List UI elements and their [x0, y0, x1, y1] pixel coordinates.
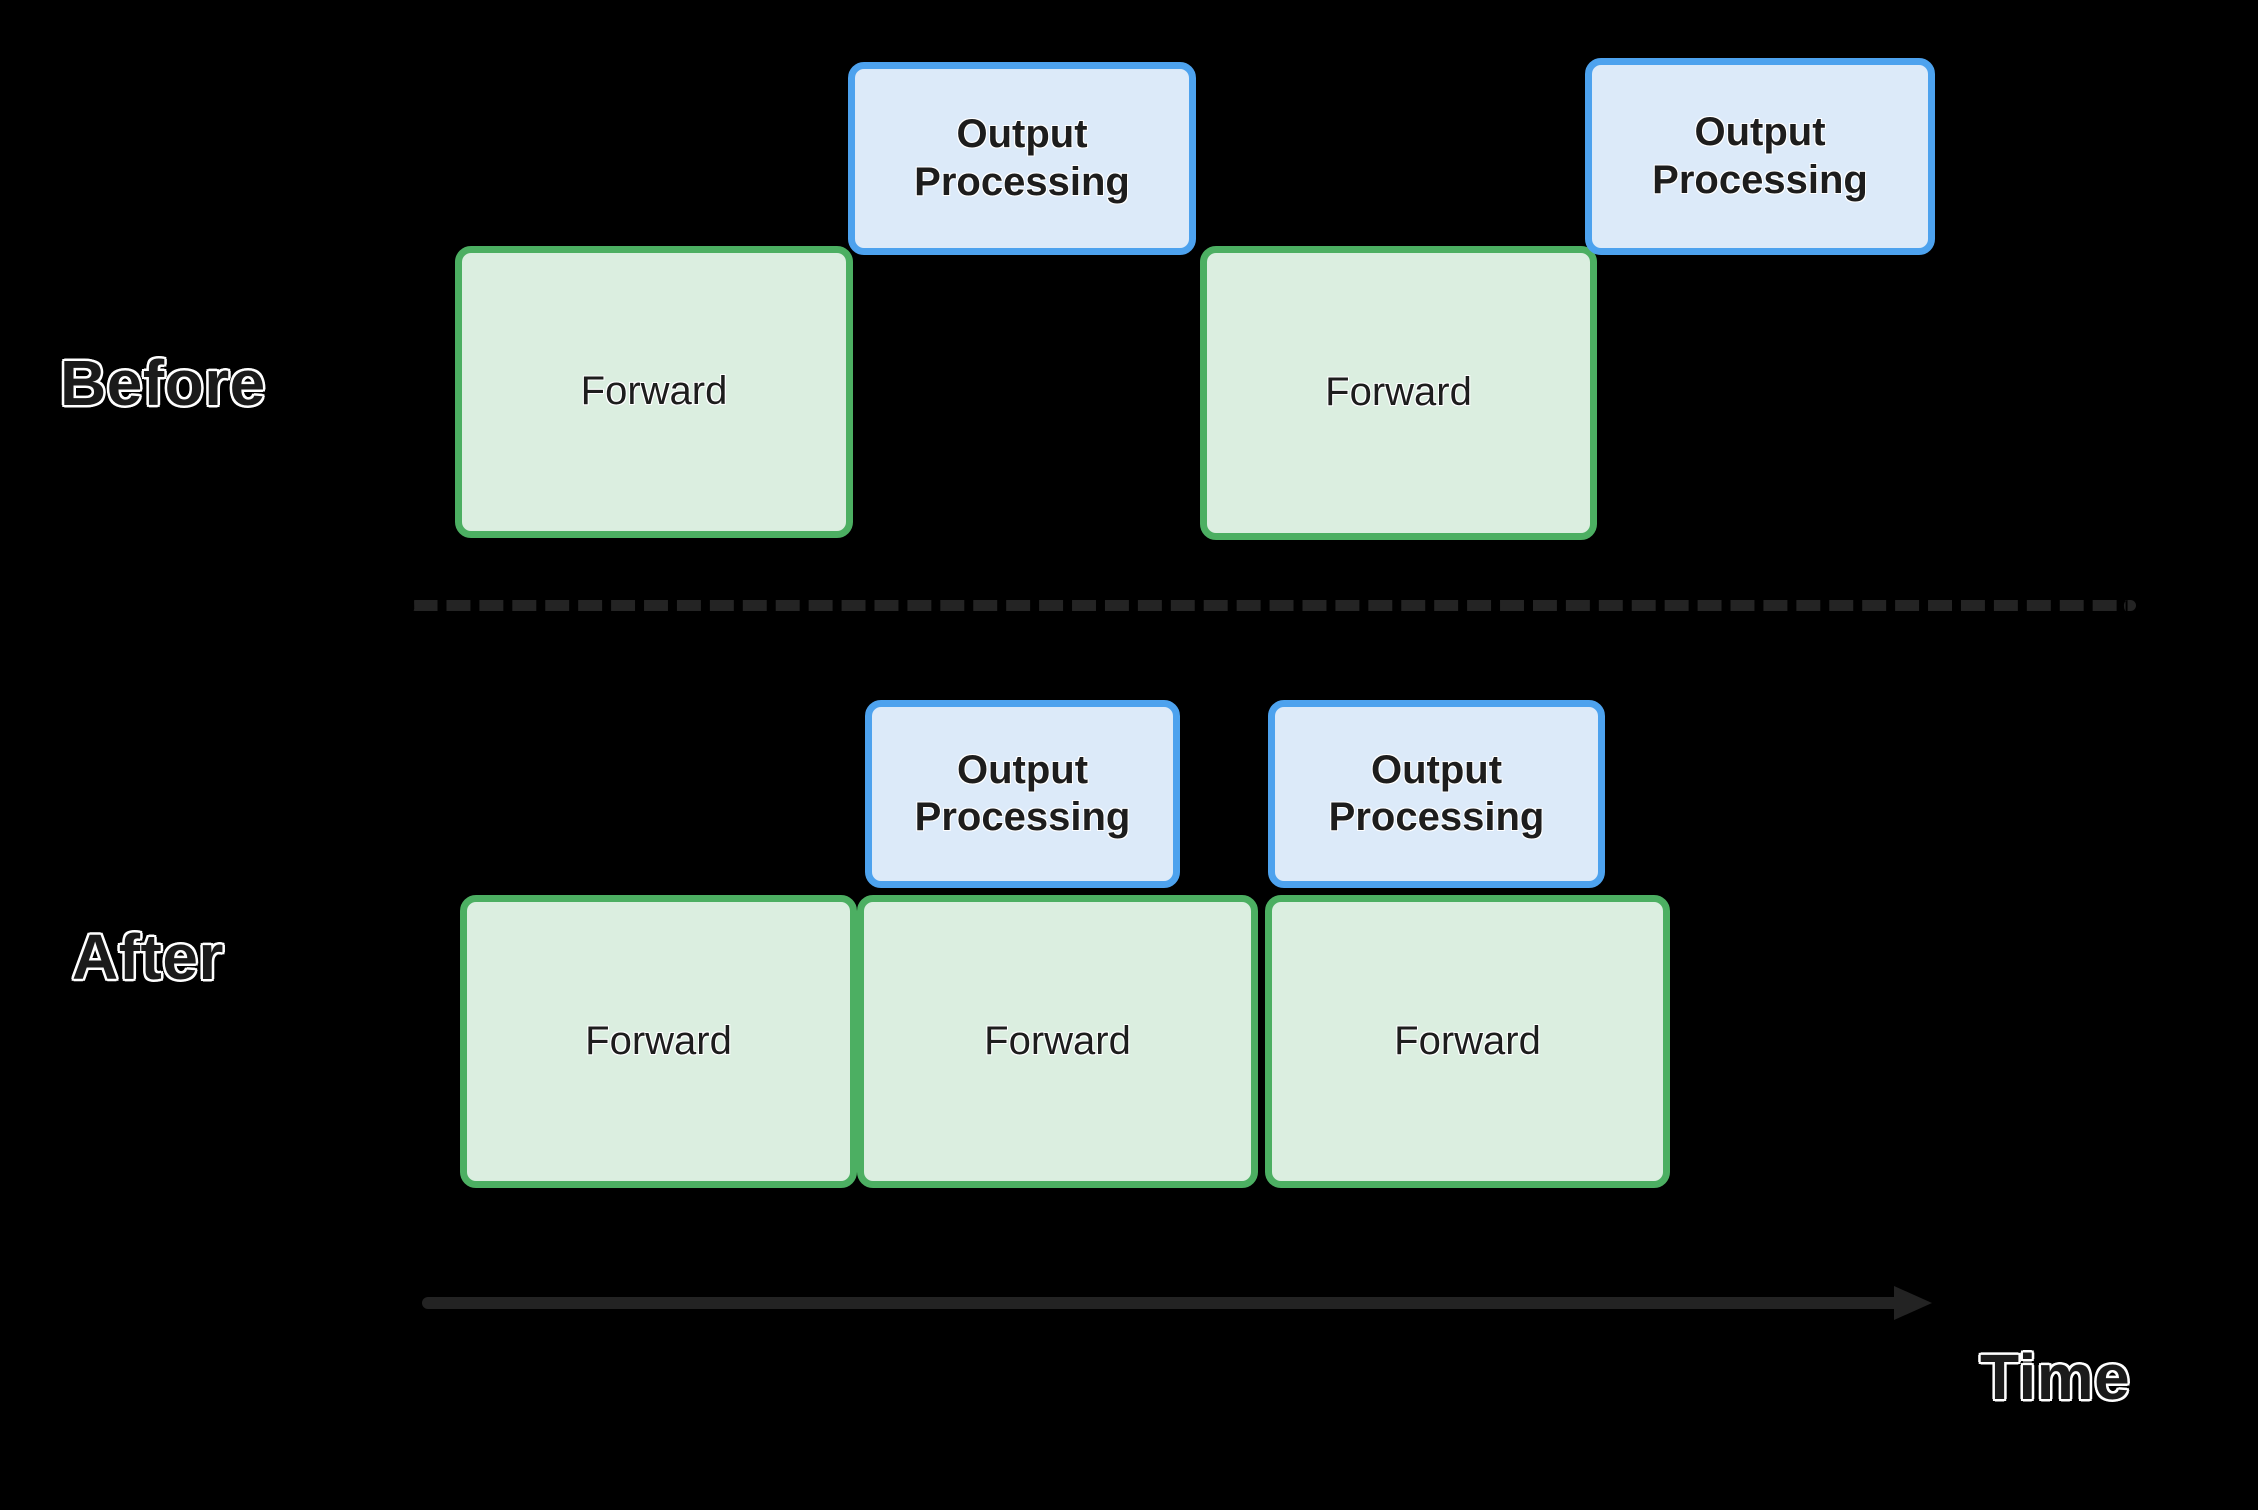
after-forward-box-2[interactable]: Forward [857, 895, 1258, 1188]
time-axis-label: Time [1978, 1340, 2131, 1415]
after-forward-label-2: Forward [984, 1018, 1131, 1063]
after-output-processing-label-1: Output Processing [914, 747, 1131, 839]
before-forward-label-2: Forward [1325, 370, 1472, 415]
after-output-processing-box-1[interactable]: Output Processing [865, 700, 1180, 888]
after-forward-box-1[interactable]: Forward [460, 895, 857, 1188]
row-label-before: Before [59, 346, 267, 421]
before-forward-box-2[interactable]: Forward [1200, 246, 1597, 540]
after-forward-box-3[interactable]: Forward [1265, 895, 1670, 1188]
after-forward-label-3: Forward [1394, 1018, 1541, 1063]
before-output-processing-box-1[interactable]: Output Processing [848, 62, 1196, 255]
row-label-after: After [71, 920, 225, 995]
time-axis-arrow [422, 1286, 1932, 1320]
before-forward-label-1: Forward [580, 369, 728, 414]
dashed-divider [410, 600, 2136, 611]
after-forward-label-1: Forward [585, 1018, 732, 1063]
before-output-processing-label-1: Output Processing [914, 112, 1130, 204]
time-axis-arrowhead [1894, 1286, 1932, 1320]
before-forward-box-1[interactable]: Forward [455, 246, 853, 538]
after-output-processing-box-2[interactable]: Output Processing [1268, 700, 1605, 888]
before-output-processing-label-2: Output Processing [1652, 110, 1868, 202]
after-output-processing-label-2: Output Processing [1328, 747, 1545, 839]
before-output-processing-box-2[interactable]: Output Processing [1585, 58, 1935, 255]
